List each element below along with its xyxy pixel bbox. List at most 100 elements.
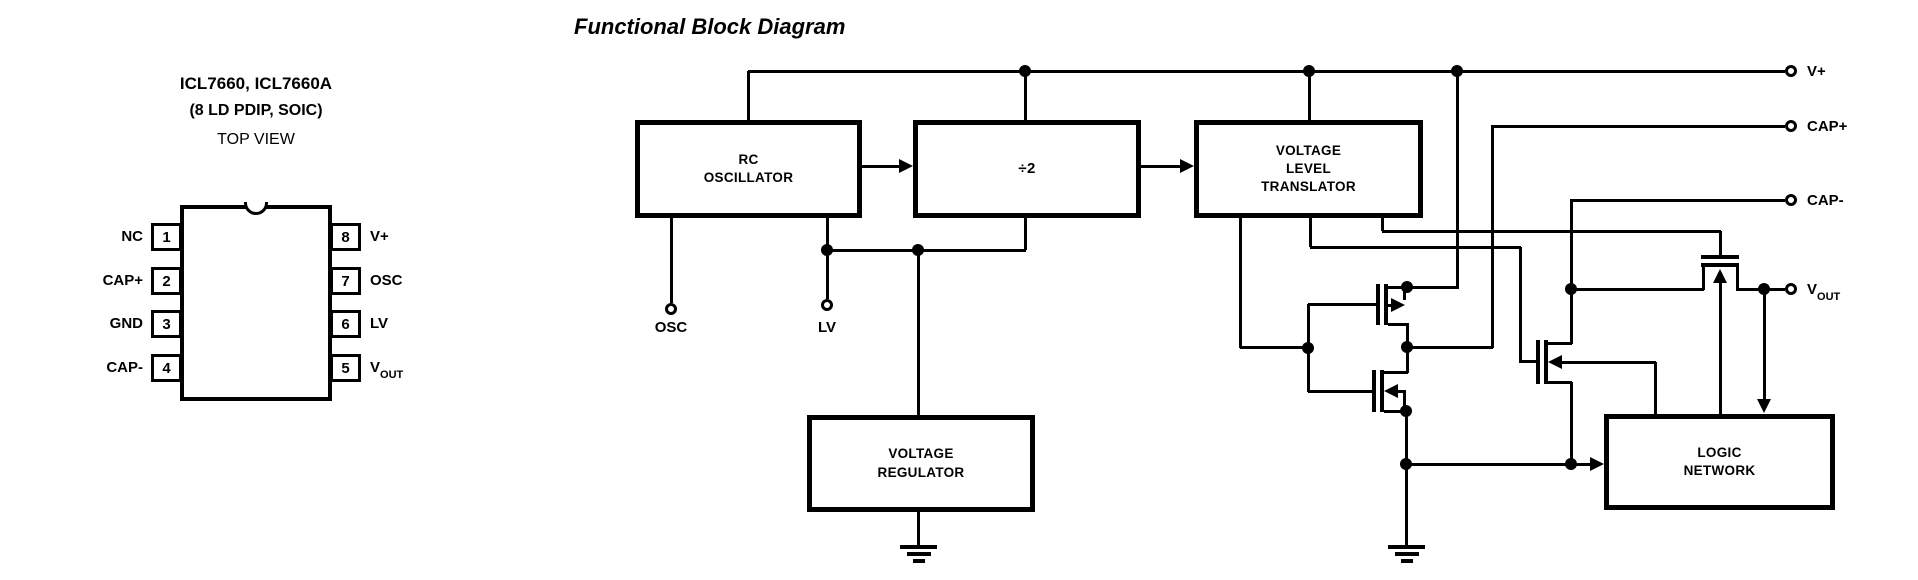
mosfet-gate-bar	[1701, 255, 1739, 259]
wire	[1548, 381, 1572, 384]
divide-by-2-label: ÷2	[1018, 159, 1036, 177]
pin-6-number: 6	[341, 315, 350, 333]
wire	[1398, 390, 1406, 393]
mosfet-body-arrow	[1548, 355, 1562, 369]
wire	[1407, 346, 1493, 349]
vlt-label-line3: TRANSLATOR	[1261, 179, 1356, 195]
wire	[1381, 217, 1384, 231]
lv-terminal	[821, 299, 833, 311]
mosfet-gate-bar	[1376, 284, 1380, 325]
pin-2-number: 2	[162, 272, 171, 290]
pin-1-label: NC	[121, 228, 143, 245]
wire	[1562, 361, 1656, 364]
wire	[1388, 304, 1393, 307]
pin-3-label: GND	[109, 315, 143, 332]
osc-terminal	[665, 303, 677, 315]
pin-4-number: 4	[162, 359, 171, 377]
ground-symbol-bar	[900, 545, 937, 549]
wire	[1456, 71, 1459, 289]
arrowhead-right	[1180, 159, 1194, 173]
rc-oscillator-label-line1: RC	[738, 151, 759, 167]
pin-7-box: 7	[330, 267, 361, 295]
mosfet-body-arrow	[1713, 269, 1727, 283]
junction-dot	[1401, 281, 1413, 293]
pin-5-number: 5	[341, 359, 350, 377]
pin-2-label: CAP+	[102, 272, 143, 289]
pin-6-label: LV	[370, 315, 389, 332]
wire	[1702, 267, 1705, 290]
pin-6-box: 6	[330, 310, 361, 338]
wire	[1491, 126, 1494, 348]
wire	[1310, 246, 1521, 249]
wire	[1519, 247, 1522, 361]
wire	[1403, 287, 1406, 300]
mosfet-channel-bar	[1380, 370, 1384, 412]
wire	[1024, 71, 1027, 120]
pin-5-label: VOUT	[370, 359, 403, 381]
wire	[1570, 288, 1704, 291]
osc-terminal-label: OSC	[654, 319, 688, 336]
wire	[1406, 286, 1458, 289]
wire	[1406, 347, 1409, 373]
logic-network-label-line2: NETWORK	[1683, 463, 1756, 478]
wire	[1570, 382, 1573, 465]
pin-7-number: 7	[341, 272, 350, 290]
wire	[917, 511, 920, 546]
mosfet-channel-bar	[1701, 263, 1739, 267]
pin-diagram-subtitle: (8 LD PDIP, SOIC)	[189, 102, 323, 119]
wire	[1719, 282, 1722, 414]
vout-label-subscript: OUT	[1817, 291, 1841, 303]
wire	[1308, 303, 1376, 306]
wire	[747, 71, 750, 120]
pin-2-box: 2	[151, 267, 182, 295]
wire	[1403, 390, 1406, 412]
pin-3-number: 3	[162, 315, 171, 333]
ground-symbol-bar	[913, 559, 925, 563]
figure-title: Functional Block Diagram	[574, 14, 846, 39]
pin-diagram-title: ICL7660, ICL7660A	[179, 74, 333, 93]
wire	[1736, 288, 1766, 291]
wire	[1570, 200, 1573, 344]
wire	[1719, 231, 1722, 257]
wire	[1406, 463, 1590, 466]
v-plus-rail	[748, 70, 1785, 73]
junction-dot	[1302, 342, 1314, 354]
pin-8-number: 8	[341, 228, 350, 246]
wire	[1240, 346, 1308, 349]
ic-package-outline	[180, 205, 332, 401]
voltage-regulator-label-line2: REGULATOR	[877, 464, 965, 480]
wire	[1308, 390, 1372, 393]
mosfet-body-arrow	[1384, 384, 1398, 398]
wire	[1405, 411, 1408, 464]
pin-8-box: 8	[330, 223, 361, 251]
junction-dot	[912, 244, 924, 256]
vout-wire	[1764, 288, 1785, 291]
wire	[1308, 71, 1311, 120]
mosfet-gate-bar	[1536, 340, 1540, 384]
wire	[1309, 217, 1312, 247]
wire	[917, 250, 920, 415]
pin-1-box: 1	[151, 223, 182, 251]
vout-terminal-label: VOUT	[1807, 281, 1841, 303]
junction-dot	[821, 244, 833, 256]
wire	[1382, 230, 1721, 233]
ground-symbol-bar	[1388, 545, 1425, 549]
vout-terminal	[1785, 283, 1797, 295]
junction-dot	[1019, 65, 1031, 77]
junction-dot	[1451, 65, 1463, 77]
wire	[1141, 165, 1183, 168]
mosfet-channel-bar	[1544, 340, 1548, 384]
wire	[1654, 362, 1657, 415]
cap-minus-terminal	[1785, 194, 1797, 206]
cap-minus-wire	[1570, 199, 1785, 202]
wire	[1388, 286, 1408, 289]
wire	[862, 165, 902, 168]
ground-symbol-bar	[907, 552, 931, 556]
package-notch	[244, 202, 268, 215]
arrowhead-down	[1757, 399, 1771, 413]
